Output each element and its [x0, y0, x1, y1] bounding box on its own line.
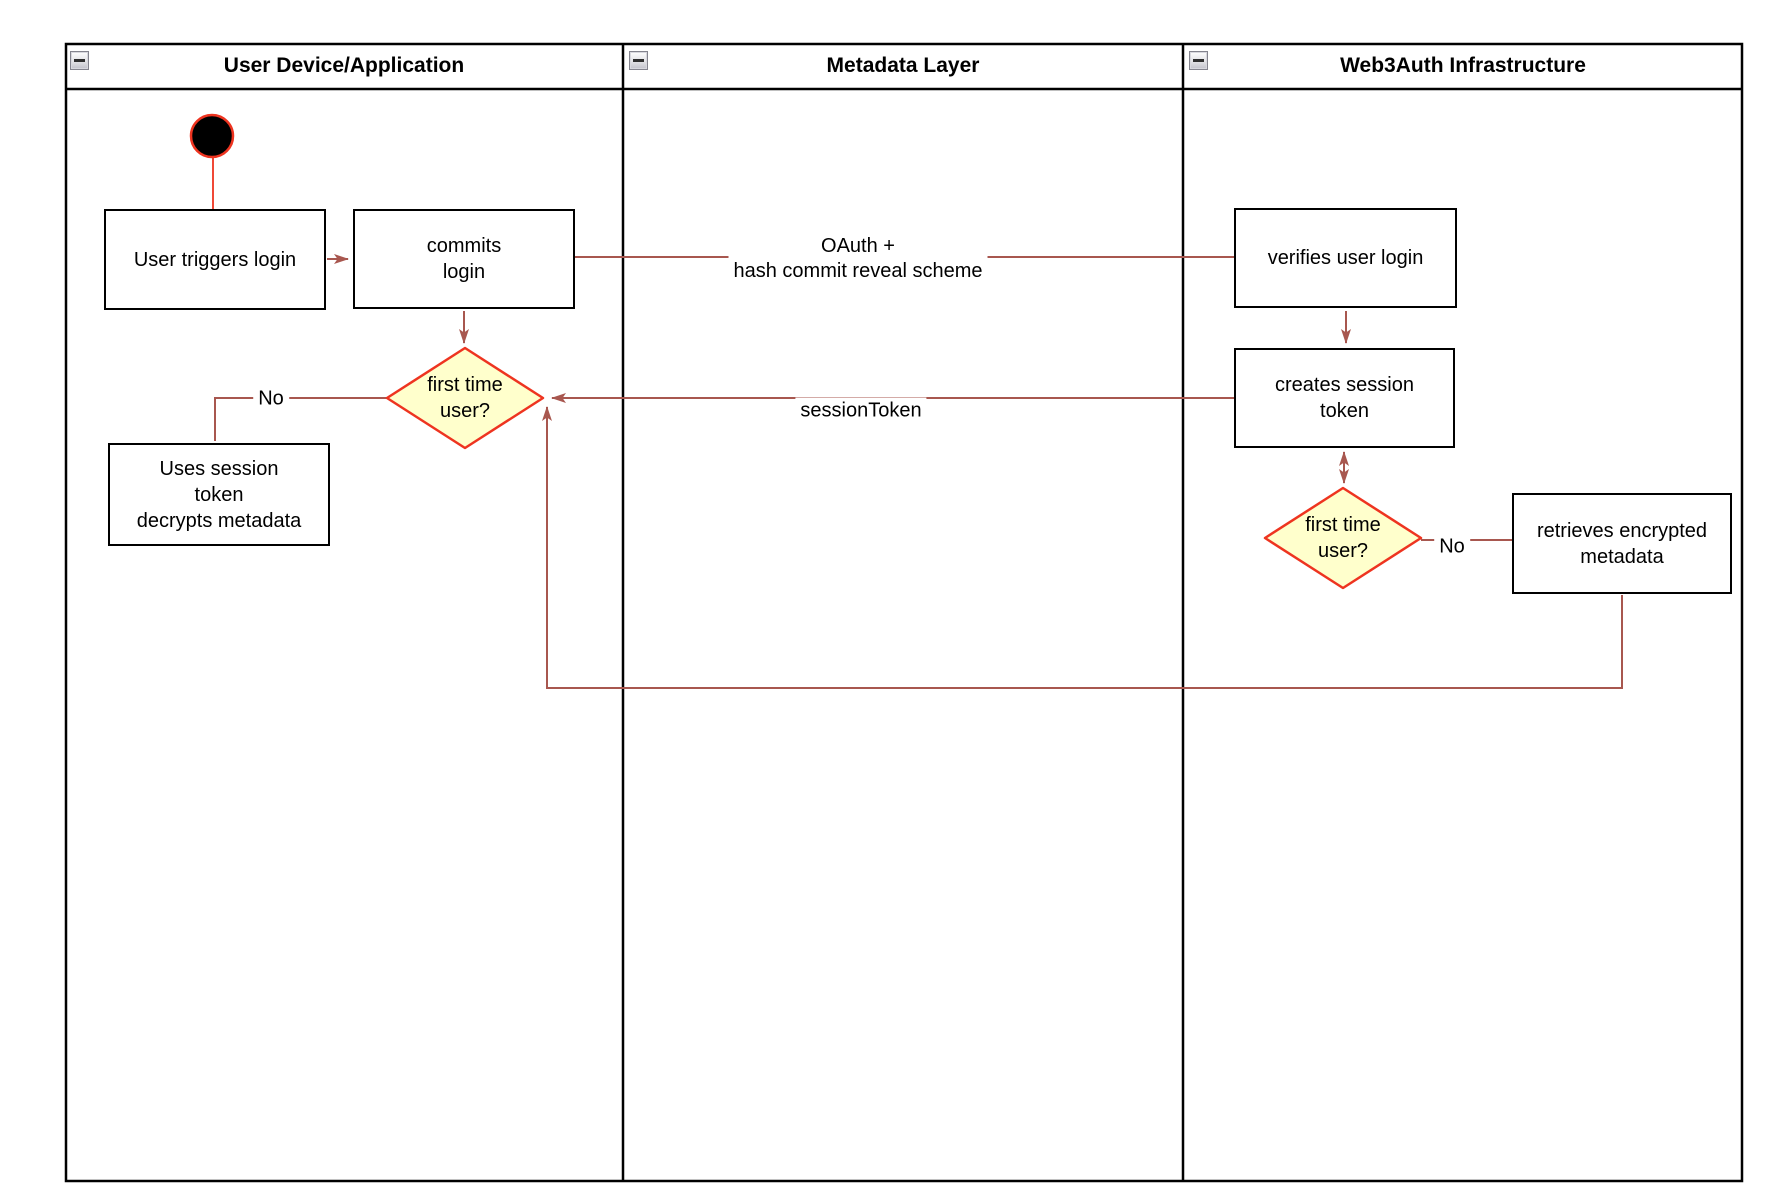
- lane-title-user-device: User Device/Application: [223, 54, 465, 77]
- lane-title-web3auth-infra: Web3Auth Infrastructure: [1340, 54, 1586, 77]
- edge-label-oauth: OAuth + hash commit reveal scheme: [728, 233, 988, 285]
- start-node: [189, 113, 235, 159]
- decision-first-time-user-infra-shape: [1263, 486, 1423, 590]
- minus-icon: [74, 59, 85, 62]
- node-retrieves-encrypted-metadata: retrieves encrypted metadata: [1512, 493, 1732, 594]
- edge-decision-no-to-uses-session: [214, 397, 387, 441]
- node-user-triggers-login: User triggers login: [104, 209, 326, 310]
- minus-icon: [633, 59, 644, 62]
- decision-first-time-user-device-shape: [385, 346, 545, 450]
- lane-title-metadata-layer: Metadata Layer: [826, 54, 980, 77]
- edge-label-session-token: sessionToken: [795, 397, 927, 425]
- edge-label-no-infra: No: [1434, 533, 1470, 561]
- node-uses-session-token: Uses session token decrypts metadata: [108, 443, 330, 546]
- node-verifies-user-login: verifies user login: [1234, 208, 1457, 308]
- collapse-lane-button-user-device[interactable]: [70, 51, 89, 70]
- decision-first-time-user-infra: first time user?: [1305, 514, 1381, 562]
- minus-icon: [1193, 59, 1204, 62]
- edge-retrieves-return-to-decision: [542, 406, 1623, 689]
- decision-first-time-user-device: first time user?: [427, 374, 503, 422]
- node-commits-login: commits login: [353, 209, 575, 309]
- collapse-lane-button-metadata-layer[interactable]: [629, 51, 648, 70]
- node-creates-session-token: creates session token: [1234, 348, 1455, 448]
- swimlane-frame: [64, 42, 1744, 1183]
- edge-label-no-device: No: [253, 385, 289, 413]
- collapse-lane-button-web3auth-infra[interactable]: [1189, 51, 1208, 70]
